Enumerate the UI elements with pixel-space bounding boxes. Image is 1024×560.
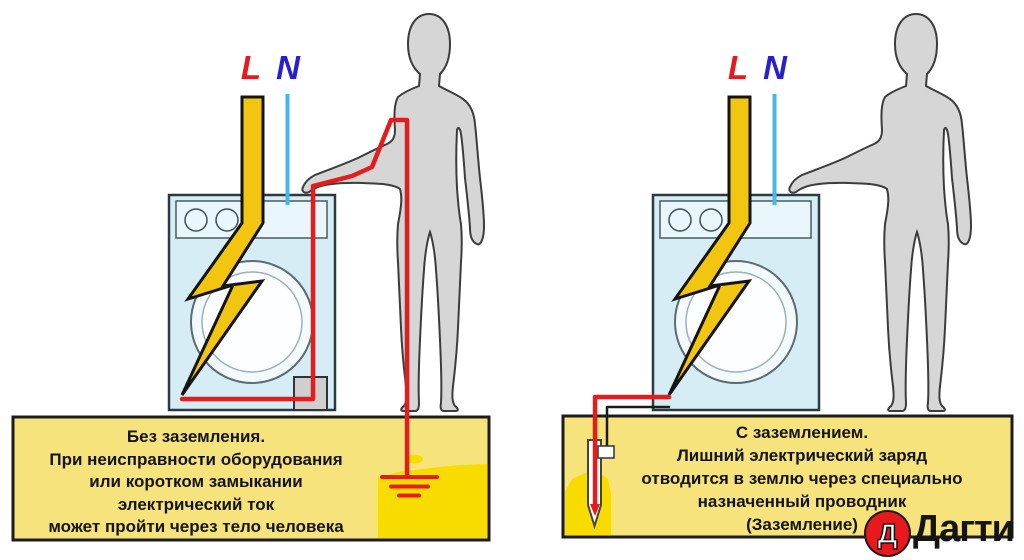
- ground-wire-black: [605, 405, 670, 448]
- control-knob: [184, 208, 208, 232]
- caption-line: Лишний электрический заряд: [676, 446, 928, 465]
- neutral-wire-label-left: N: [276, 49, 300, 86]
- caption-line: назначенный проводник: [697, 492, 907, 511]
- neutral-wire-label-right: N: [763, 49, 787, 86]
- logo-name: Дагти: [913, 508, 1015, 550]
- logo-letter: Д: [877, 517, 898, 549]
- caption-line: отводится в землю через специально: [641, 469, 963, 488]
- soil-patch-left: [378, 464, 487, 538]
- control-knob: [699, 208, 723, 232]
- ground-wire-tip: [590, 504, 600, 516]
- caption-line: может пройти через тело человека: [48, 517, 344, 536]
- live-wire-label-right: L: [727, 49, 749, 86]
- ground-wire-red: [592, 394, 672, 507]
- left-caption: Без заземления. При неисправности оборуд…: [16, 426, 376, 539]
- control-knob: [215, 208, 239, 232]
- control-knob: [668, 208, 692, 232]
- rod-clamp: [597, 445, 615, 459]
- caption-line: При неисправности оборудования: [49, 449, 343, 469]
- live-wire-label-left: L: [240, 49, 262, 86]
- caption-title: Без заземления.: [126, 427, 266, 446]
- soil-blob-left: [405, 454, 423, 464]
- caption-line: или коротком замыкании: [89, 472, 303, 491]
- fault-current-wire: [179, 117, 410, 477]
- caption-title: С заземлением.: [735, 423, 869, 442]
- door-window-inner: [685, 271, 787, 373]
- caption-line: электрический ток: [117, 494, 275, 514]
- right-caption-box: [561, 414, 1014, 539]
- ground-symbol: [380, 475, 439, 498]
- right-caption: С заземлением. Лишний электрический заря…: [592, 421, 1012, 536]
- motor-box: [293, 376, 328, 411]
- caption-line: (Заземление): [746, 515, 858, 534]
- logo-mark: Д: [864, 510, 911, 557]
